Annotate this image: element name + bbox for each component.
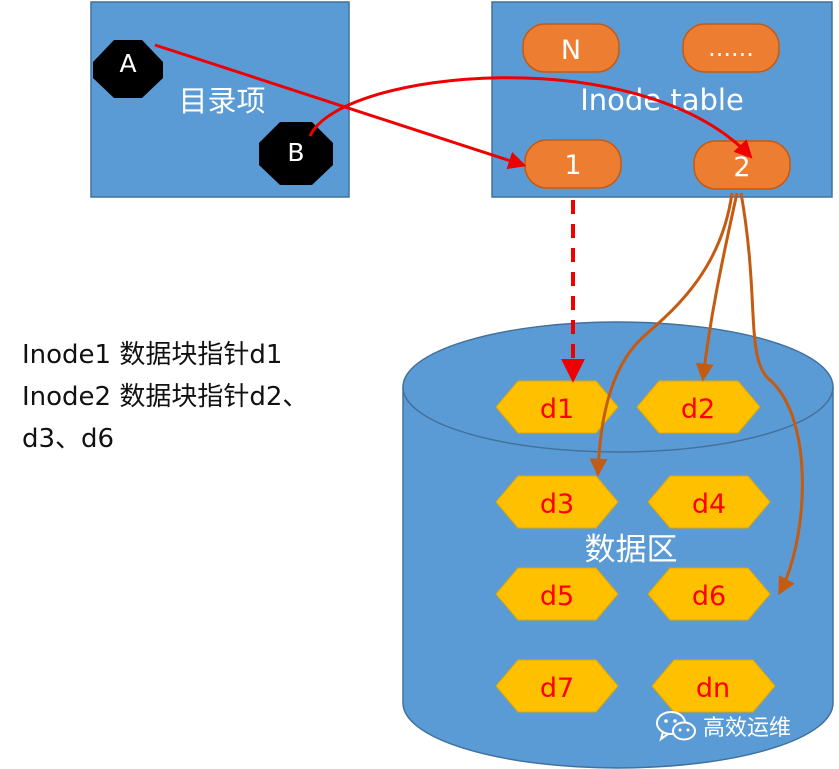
data-block-label: d5 bbox=[540, 581, 574, 612]
directory-entry-b: B bbox=[259, 122, 333, 185]
data-block-d7: d7 bbox=[495, 659, 619, 713]
data-block-d4: d4 bbox=[647, 475, 771, 529]
data-block-d5: d5 bbox=[495, 567, 619, 621]
data-block-d1: d1 bbox=[495, 380, 619, 434]
directory-entry-a: A bbox=[93, 40, 163, 98]
data-area-label: 数据区 bbox=[585, 532, 678, 568]
note-line: Inode2 数据块指针d2、 bbox=[22, 382, 309, 412]
data-block-label: d7 bbox=[540, 673, 574, 704]
note-line: Inode1 数据块指针d1 bbox=[22, 340, 283, 370]
directory-entry-label: A bbox=[119, 49, 136, 78]
watermark: 高效运维 bbox=[655, 708, 791, 744]
inode-slot-label: 1 bbox=[564, 150, 581, 181]
data-block-label: d3 bbox=[540, 489, 574, 520]
directory-box: 目录项 bbox=[90, 1, 350, 198]
data-block-d3: d3 bbox=[495, 475, 619, 529]
watermark-text: 高效运维 bbox=[703, 716, 792, 741]
arrow-inode-2-to-d2 bbox=[695, 192, 739, 382]
note-line: d3、d6 bbox=[22, 424, 115, 454]
data-area-cylinder: 数据区 bbox=[402, 321, 834, 769]
directory-entry-label: B bbox=[287, 138, 304, 167]
directory-label: 目录项 bbox=[178, 84, 265, 118]
data-block-label: d1 bbox=[540, 394, 574, 425]
inode-table-label: Inode table bbox=[580, 83, 744, 117]
arrow-inode-2-to-d3 bbox=[589, 192, 734, 477]
arrow-a-to-inode-1 bbox=[154, 43, 527, 170]
data-block-d6: d6 bbox=[647, 567, 771, 621]
data-block-label: d6 bbox=[692, 581, 726, 612]
data-block-label: d4 bbox=[692, 489, 726, 520]
inode-slot-label: ...... bbox=[708, 34, 754, 62]
inode-slot-more: ...... bbox=[682, 23, 780, 73]
data-block-label: d2 bbox=[681, 394, 715, 425]
arrow-b-to-inode-2 bbox=[308, 76, 753, 159]
data-block-d2: d2 bbox=[636, 380, 761, 434]
inode-slot-label: 2 bbox=[733, 152, 750, 183]
data-block-dn: dn bbox=[651, 659, 776, 713]
inode-pointer-note: Inode1 数据块指针d1 Inode2 数据块指针d2、 d3、d6 bbox=[22, 334, 422, 460]
data-block-label: dn bbox=[696, 673, 730, 704]
wechat-icon bbox=[656, 711, 696, 742]
arrow-inode-2-to-d6 bbox=[739, 192, 804, 596]
inode-slot-n: N bbox=[522, 23, 620, 73]
inode-slot-1: 1 bbox=[524, 139, 622, 189]
inode-slot-label: N bbox=[561, 35, 581, 66]
